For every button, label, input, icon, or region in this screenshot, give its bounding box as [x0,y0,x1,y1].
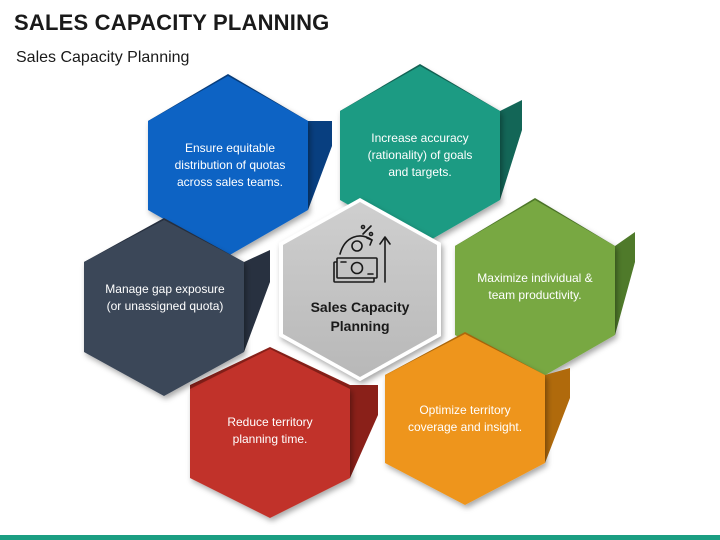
hexagon-goal-accuracy [340,64,522,246]
hexagon-front [455,200,615,381]
hexagon-planning-time [190,347,378,518]
center-label: Sales Capacity Planning [310,299,410,334]
hexagon-front [385,334,545,505]
footer-accent-bar [0,535,720,540]
hexagon-front [340,66,500,246]
money-growth-icon [333,224,391,283]
hexagon-productivity [455,198,635,381]
center-hexagon-fill [283,202,437,377]
hexagon-front [148,76,308,256]
page-title: SALES CAPACITY PLANNING [14,10,330,35]
hexagon-quota-distribution [148,74,332,256]
hexagon-gap-exposure [84,218,270,396]
item-goal-accuracy-text: Increase accuracy (rationality) of goals… [367,130,473,179]
item-gap-exposure-text: Manage gap exposure (or unassigned quota… [105,282,225,313]
hexagon-front [190,349,350,518]
hexagon-center [279,198,441,381]
item-quota-distribution-text: Ensure equitable distribution of quotas … [174,140,286,189]
item-planning-time-text: Reduce territory planning time. [227,415,313,446]
item-territory-coverage-text: Optimize territory coverage and insight. [407,403,523,434]
hexagon-territory-coverage [385,332,570,505]
page-subtitle: Sales Capacity Planning [16,49,190,66]
hexagon-front [84,220,244,396]
item-productivity-text: Maximize individual & team productivity. [477,271,593,302]
